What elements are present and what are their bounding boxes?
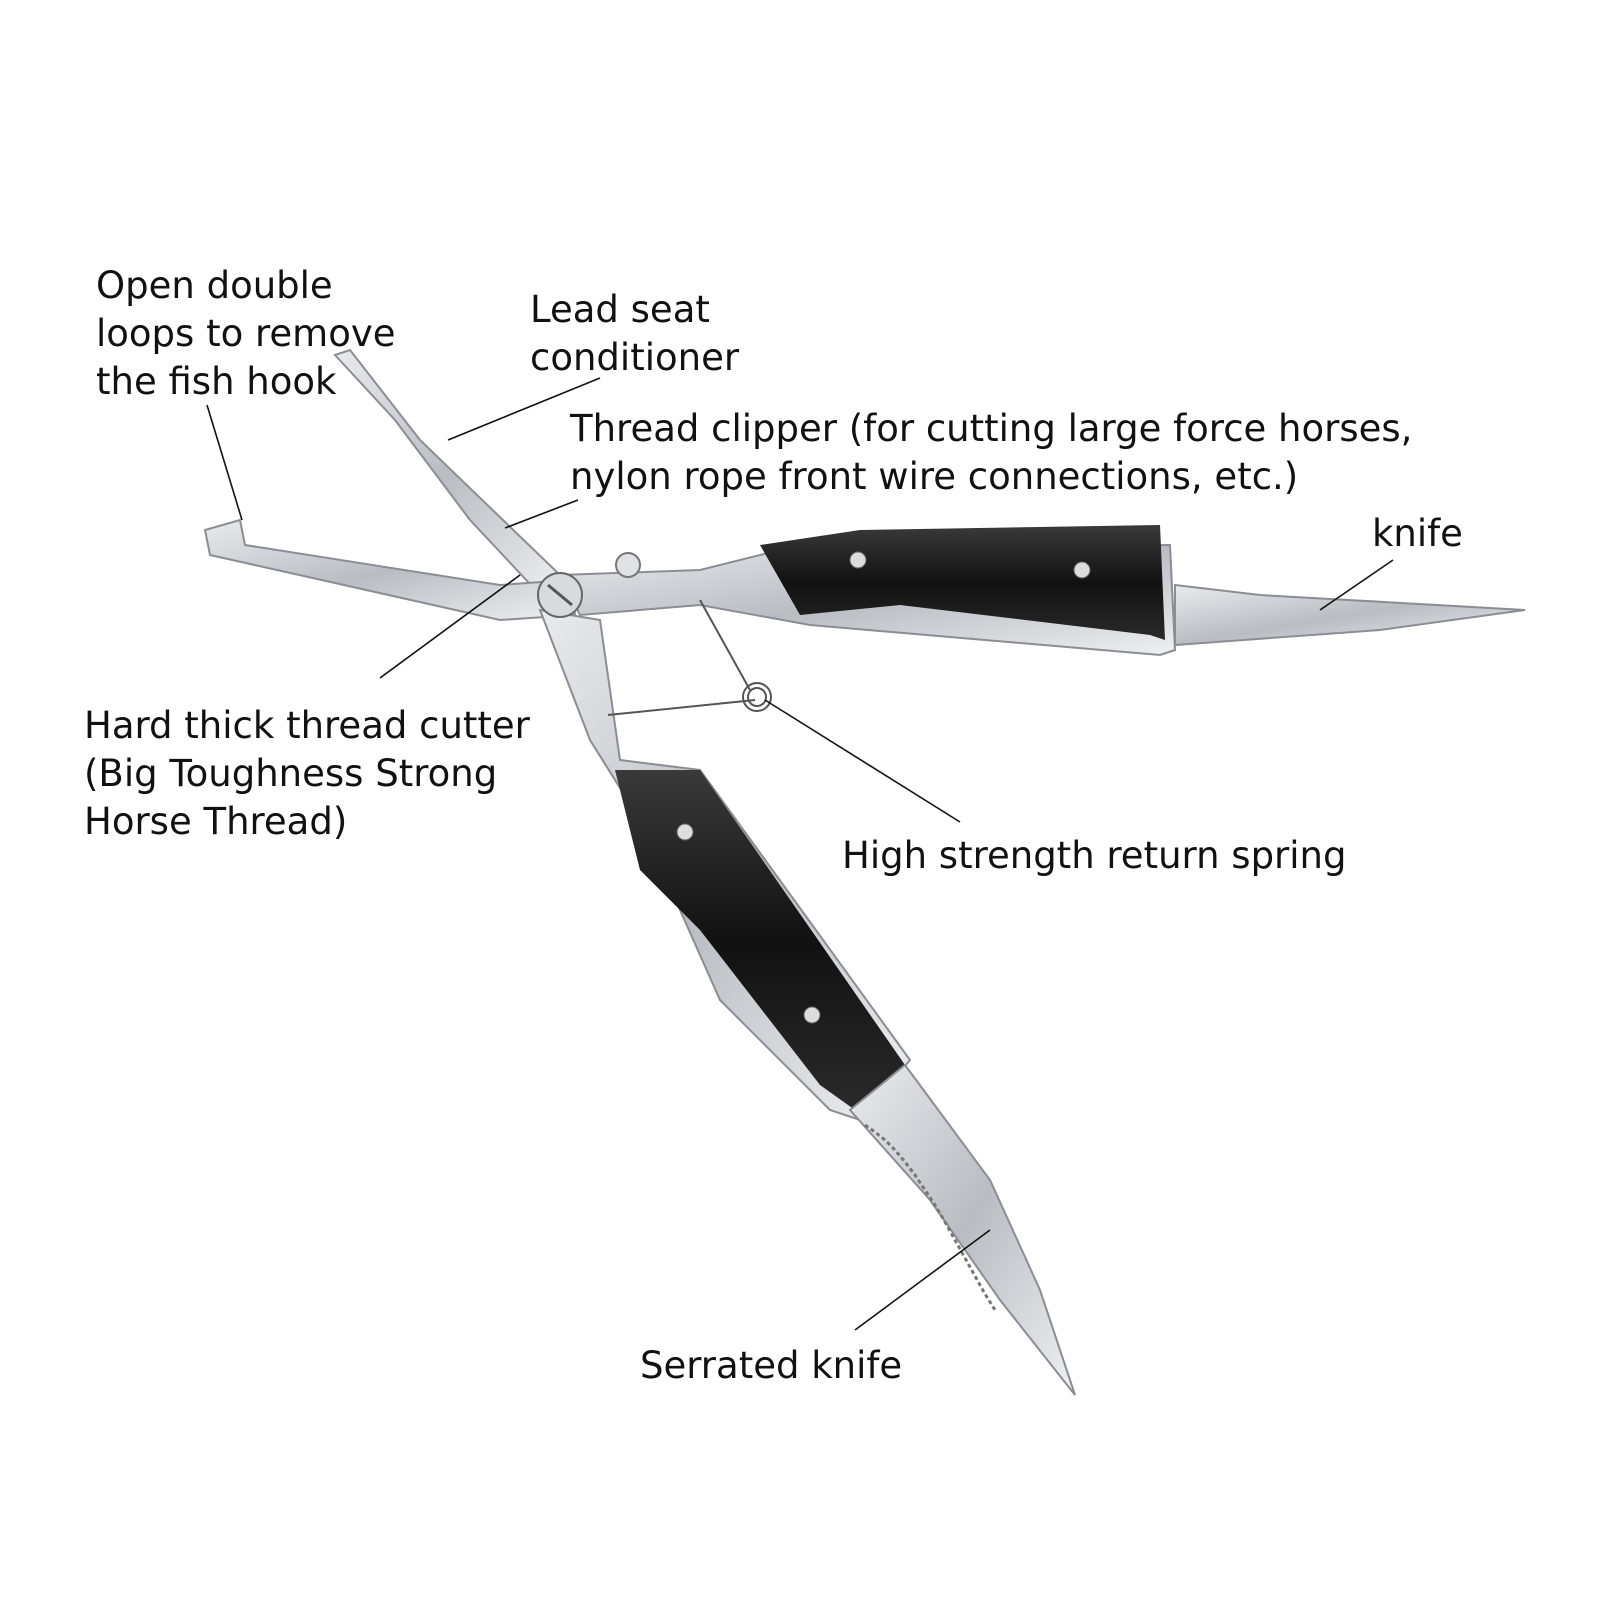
screw-icon <box>803 1006 821 1024</box>
label-line: knife <box>1372 512 1463 555</box>
label-line: Open double <box>96 264 333 307</box>
label-line: the fish hook <box>96 360 337 403</box>
label-line: Thread clipper (for cutting large force … <box>570 407 1413 450</box>
lower-handle-grip <box>615 770 905 1110</box>
label-knife: knife <box>1372 510 1463 558</box>
label-line: loops to remove <box>96 312 396 355</box>
screw-icon <box>1073 561 1091 579</box>
leader-lines <box>206 377 1394 1331</box>
label-return-spring: High strength return spring <box>842 832 1347 880</box>
label-thread-cutter: Hard thick thread cutter (Big Toughness … <box>84 702 530 846</box>
label-line: Hard thick thread cutter <box>84 704 530 747</box>
label-line: Horse Thread) <box>84 800 348 843</box>
label-line: High strength return spring <box>842 834 1347 877</box>
label-line: Serrated knife <box>640 1344 903 1387</box>
label-line: Lead seat <box>530 288 710 331</box>
return-spring <box>607 599 772 716</box>
label-line: (Big Toughness Strong <box>84 752 498 795</box>
screw-icon <box>849 551 867 569</box>
label-fish-hook-remover: Open double loops to remove the fish hoo… <box>96 262 396 406</box>
knife-blade <box>1174 583 1526 647</box>
label-line: conditioner <box>530 336 740 379</box>
label-lead-seat: Lead seat conditioner <box>530 286 739 382</box>
screw-icon <box>676 823 694 841</box>
label-serrated-knife: Serrated knife <box>640 1342 902 1390</box>
label-line: nylon rope front wire connections, etc.) <box>570 455 1299 498</box>
label-thread-clipper: Thread clipper (for cutting large force … <box>570 405 1412 501</box>
serrations <box>864 1123 997 1311</box>
